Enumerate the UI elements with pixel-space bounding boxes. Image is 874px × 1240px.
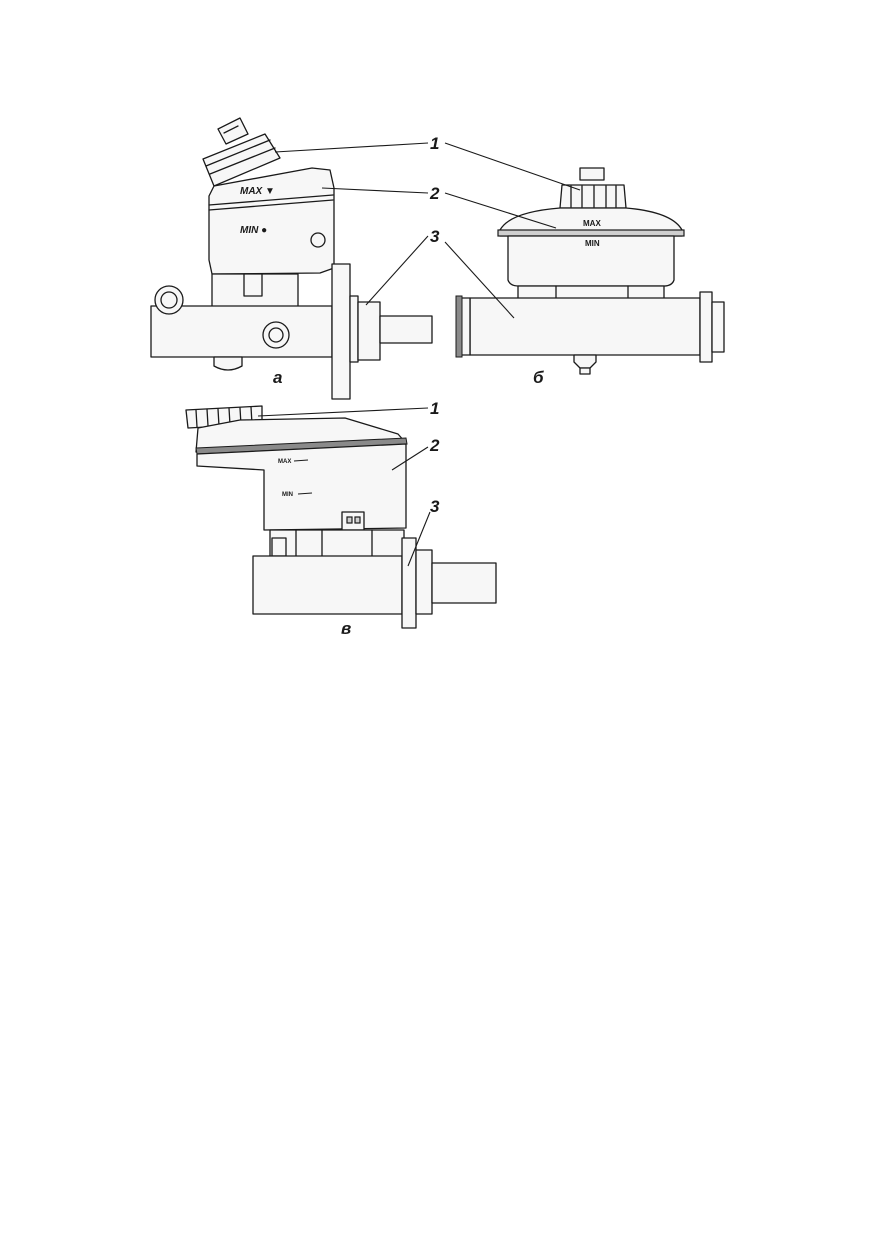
callout-2-view-v: 2: [429, 436, 440, 455]
view-a-label: а: [273, 368, 282, 387]
view-v-max-mark: MAX: [278, 459, 291, 465]
view-v-master-cylinder: [185, 405, 497, 629]
callout-2: 2: [429, 184, 440, 203]
callout-3: 3: [430, 227, 440, 246]
view-a-min-mark: MIN ●: [240, 225, 267, 236]
view-v-min-mark: MIN: [282, 492, 293, 498]
callout-3-view-v: 3: [430, 497, 440, 516]
view-b-reservoir-cap: [559, 167, 627, 209]
view-b-max-mark: MAX: [583, 219, 601, 228]
view-b-label: б: [533, 368, 544, 387]
view-a-reservoir-cap: [202, 117, 281, 187]
view-v-label: в: [341, 619, 351, 638]
view-a-max-mark: MAX ▼: [240, 186, 275, 197]
view-b-reservoir: [497, 207, 685, 287]
view-v-reservoir: [195, 417, 408, 531]
callout-1: 1: [430, 134, 439, 153]
view-b-min-mark: MIN: [585, 239, 600, 248]
view-b-cylinder-body: [455, 291, 725, 375]
view-a-master-cylinder: [150, 117, 433, 400]
callout-1-view-v: 1: [430, 399, 439, 418]
view-a-reservoir: [208, 167, 335, 275]
callout-leaders: [257, 142, 581, 567]
view-a-cylinder-body: [150, 285, 333, 371]
view-v-cylinder-body: [252, 537, 497, 629]
view-b-master-cylinder: [455, 167, 725, 375]
view-a-flange: [331, 263, 433, 400]
